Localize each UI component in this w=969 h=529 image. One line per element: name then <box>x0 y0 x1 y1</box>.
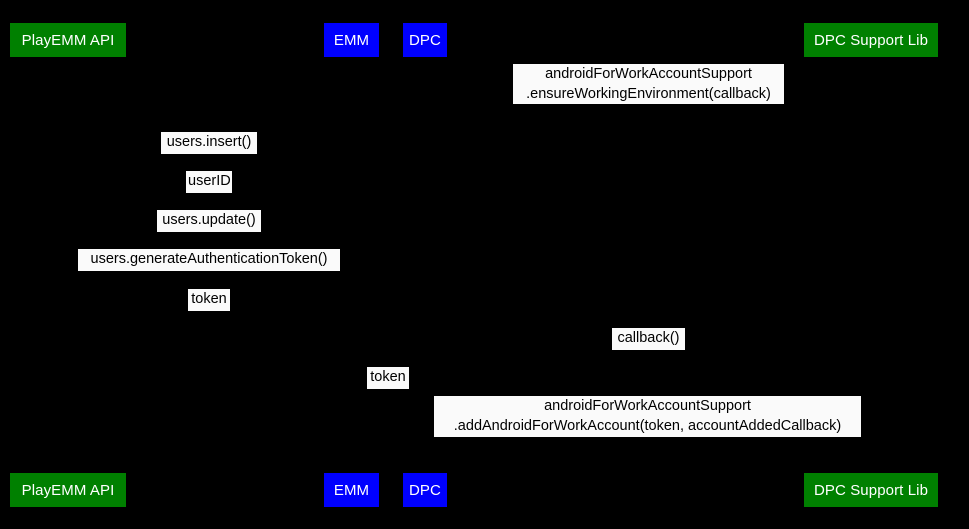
message-line-1: users.insert() <box>166 134 252 150</box>
actor-label: DPC Support Lib <box>813 31 929 49</box>
message-line-1: users.update() <box>162 212 256 228</box>
actor-dpc-bottom[interactable]: DPC <box>403 473 447 507</box>
message-line-2: .addAndroidForWorkAccount(token, account… <box>453 417 842 434</box>
actor-label: EMM <box>333 481 370 499</box>
actor-emm-bottom[interactable]: EMM <box>324 473 379 507</box>
message-label-token-to-emm: token <box>188 289 230 311</box>
message-label-users-insert: users.insert() <box>161 132 257 154</box>
actor-dpc[interactable]: DPC <box>403 23 447 57</box>
message-line-1: token <box>191 291 227 307</box>
message-label-callback: callback() <box>612 328 685 350</box>
actor-emm[interactable]: EMM <box>324 23 379 57</box>
actor-dpc-support-lib-bottom[interactable]: DPC Support Lib <box>804 473 938 507</box>
message-line-1: androidForWorkAccountSupport <box>545 66 752 82</box>
message-label-user-id: userID <box>186 171 232 193</box>
message-label-users-update: users.update() <box>157 210 261 232</box>
actor-label: DPC <box>409 31 441 49</box>
actor-label: EMM <box>333 31 370 49</box>
message-label-ensure-working-environment: androidForWorkAccountSupport .ensureWorki… <box>513 64 784 104</box>
message-label-add-android-for-work-account: androidForWorkAccountSupport .addAndroidF… <box>434 396 861 437</box>
message-line-1: userID <box>188 173 231 189</box>
actor-label: DPC Support Lib <box>813 481 929 499</box>
message-label-users-generate-authentication-token: users.generateAuthenticationToken() <box>78 249 340 271</box>
actor-playemm-api-bottom[interactable]: PlayEMM API <box>10 473 126 507</box>
message-line-1: callback() <box>617 330 680 346</box>
actor-dpc-support-lib[interactable]: DPC Support Lib <box>804 23 938 57</box>
message-line-1: token <box>370 369 406 385</box>
message-line-2: .ensureWorkingEnvironment(callback) <box>526 85 771 102</box>
message-line-1: users.generateAuthenticationToken() <box>90 251 328 267</box>
message-line-1: androidForWorkAccountSupport <box>544 398 751 414</box>
actor-label: PlayEMM API <box>21 481 115 499</box>
actor-playemm-api[interactable]: PlayEMM API <box>10 23 126 57</box>
actor-label: DPC <box>409 481 441 499</box>
message-label-token-to-dpc: token <box>367 367 409 389</box>
actor-label: PlayEMM API <box>21 31 115 49</box>
